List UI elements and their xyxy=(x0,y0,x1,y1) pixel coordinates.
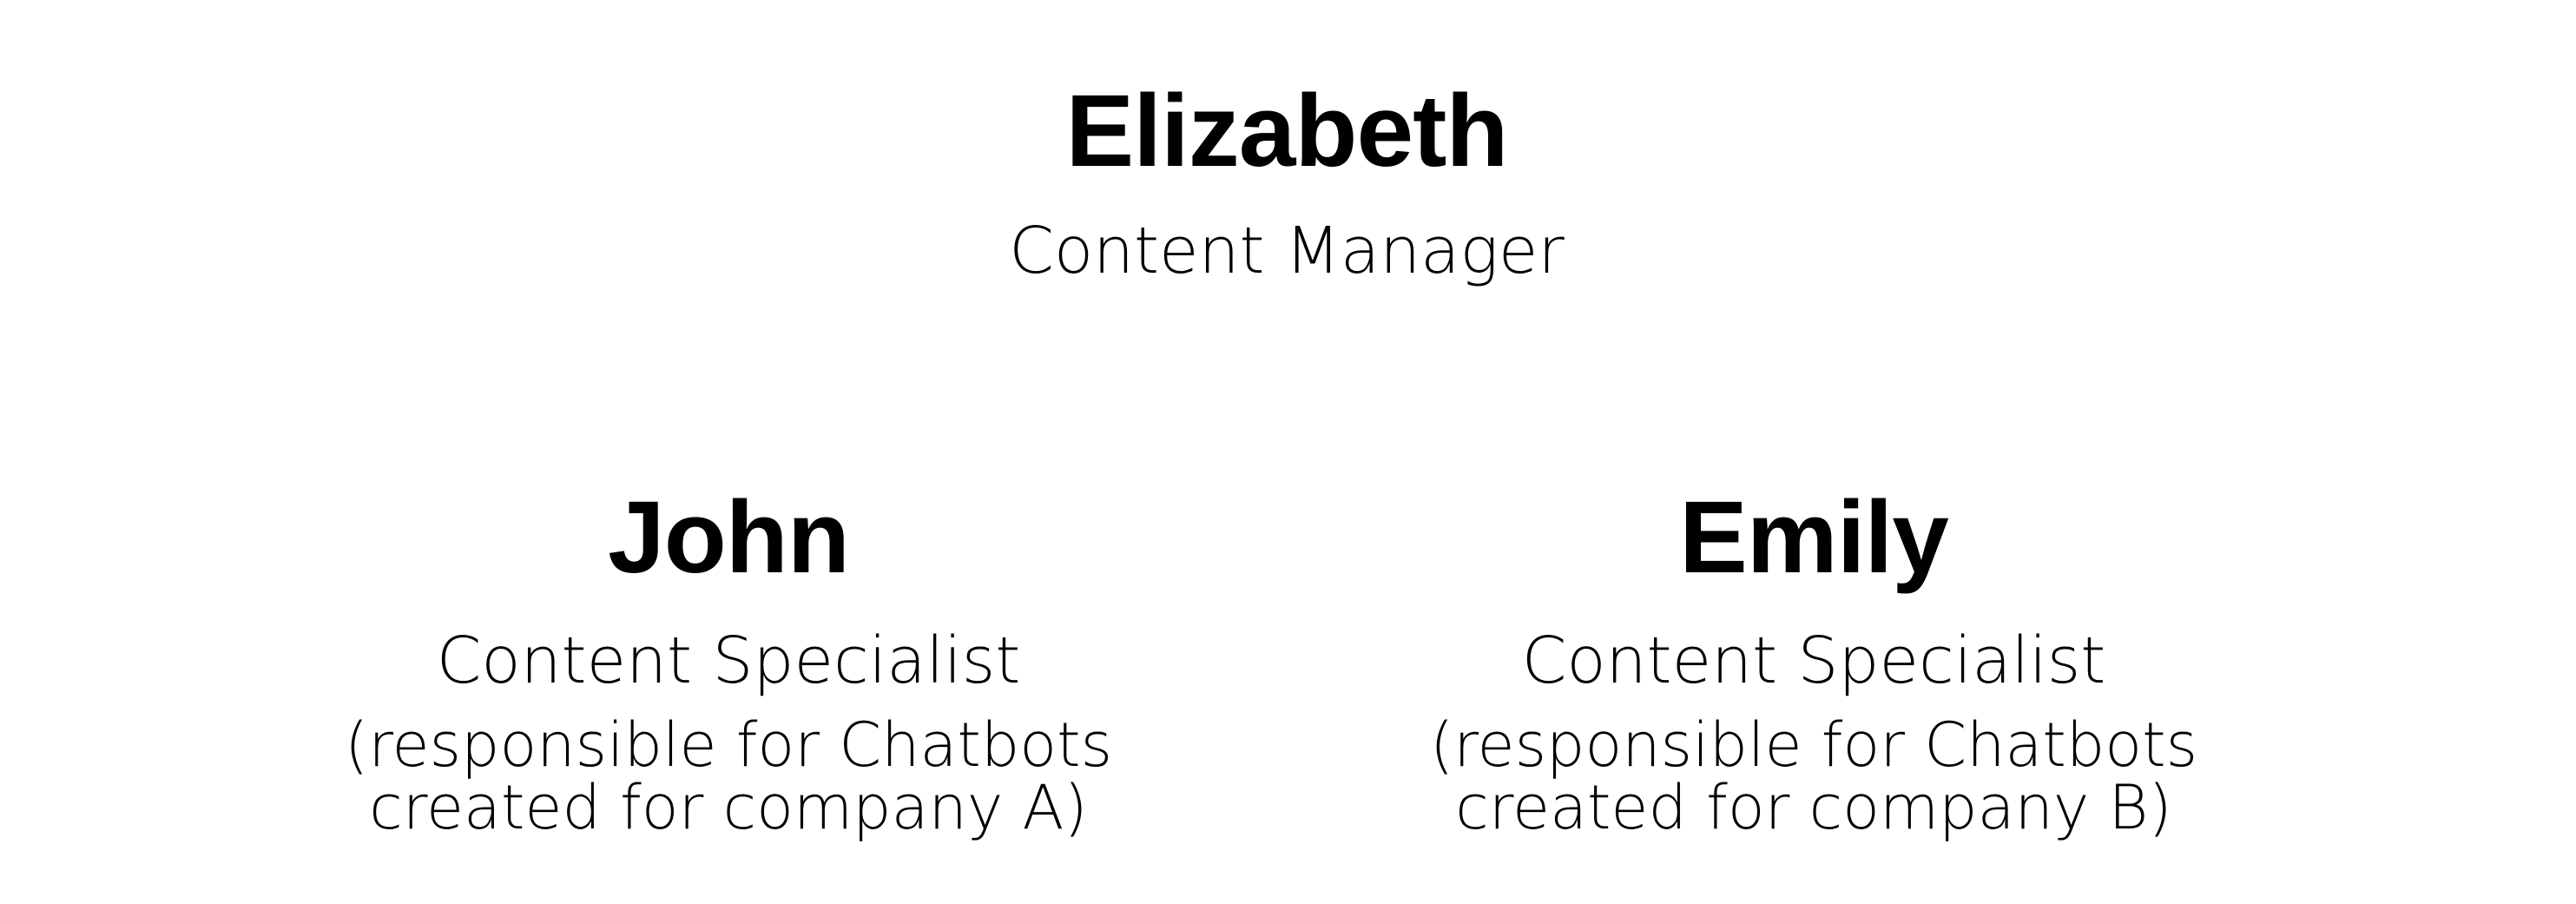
manager-role: Content Manager xyxy=(1009,214,1565,288)
report-note-line: created for company B) xyxy=(1455,772,2172,843)
report-note-line: (responsible for Chatbots xyxy=(344,709,1113,781)
report-note: (responsible for Chatbots created for co… xyxy=(345,714,1112,839)
manager-node: Elizabeth Content Manager xyxy=(1009,80,1565,283)
report-role: Content Specialist xyxy=(436,624,1021,698)
report-node-emily: Emily Content Specialist (responsible fo… xyxy=(1430,486,2197,839)
report-note-line: (responsible for Chatbots xyxy=(1429,709,2198,781)
report-note: (responsible for Chatbots created for co… xyxy=(1430,714,2197,839)
report-note-line: created for company A) xyxy=(369,772,1088,843)
report-name: John xyxy=(608,480,850,595)
report-node-john: John Content Specialist (responsible for… xyxy=(345,486,1112,839)
manager-name: Elizabeth xyxy=(1065,74,1509,188)
report-role: Content Specialist xyxy=(1521,624,2106,698)
report-name: Emily xyxy=(1679,480,1949,595)
